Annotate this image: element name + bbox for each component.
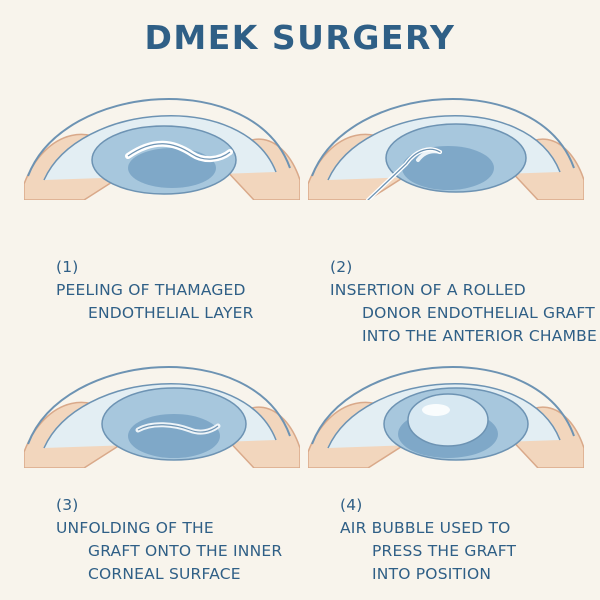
caption-step-2: (2) INSERTION OF A ROLLED DONOR ENDOTHEL…: [330, 256, 597, 348]
step-number: (4): [340, 496, 363, 514]
step-text-line: PRESS THE GRAFT: [372, 542, 517, 560]
step-text-line: INTO THE ANTERIOR CHAMBE: [362, 327, 597, 345]
panel-4-air-bubble: [308, 340, 584, 468]
air-bubble-highlight: [422, 404, 450, 416]
diagram-title: DMEK SURGERY: [144, 18, 456, 57]
step-number: (2): [330, 258, 353, 276]
eye-illustration-3: [24, 366, 300, 468]
step-text-line: INSERTION OF A ROLLED: [330, 281, 526, 299]
eye-illustration-4: [308, 366, 584, 468]
step-text-line: UNFOLDING OF THE: [56, 519, 214, 537]
injector-cannula-outline: [367, 148, 441, 200]
eye-illustration-2: [308, 98, 584, 200]
peeled-endothelium-outline: [127, 143, 231, 160]
lens: [128, 414, 220, 458]
panel-3-unfolding: [24, 340, 300, 468]
step-text-line: INTO POSITION: [372, 565, 492, 583]
caption-step-3: (3) UNFOLDING OF THE GRAFT ONTO THE INNE…: [56, 494, 282, 586]
cornea-outer: [311, 98, 575, 177]
air-bubble: [407, 393, 489, 447]
cornea-outer: [27, 98, 291, 177]
step-text-line: CORNEAL SURFACE: [88, 565, 241, 583]
step-text-line: GRAFT ONTO THE INNER: [88, 542, 283, 560]
step-number: (3): [56, 496, 79, 514]
caption-step-4: (4) AIR BUBBLE USED TO PRESS THE GRAFT I…: [340, 494, 516, 586]
step-text-line: PEELING OF THAMAGED: [56, 281, 246, 299]
eye-illustration-1: [24, 98, 300, 200]
lens: [128, 148, 216, 188]
cornea-outer: [27, 366, 291, 445]
step-text-line: DONOR ENDOTHELIAL GRAFT: [362, 304, 595, 322]
panel-1-peeling: [24, 72, 300, 200]
panel-2-insertion: [308, 72, 584, 200]
lens: [402, 146, 494, 190]
caption-step-1: (1) PEELING OF THAMAGED ENDOTHELIAL LAYE…: [56, 256, 254, 325]
step-text-line: ENDOTHELIAL LAYER: [88, 304, 254, 322]
step-number: (1): [56, 258, 79, 276]
cornea-outer: [311, 366, 575, 445]
unfolding-graft-outline: [137, 424, 219, 433]
step-text-line: AIR BUBBLE USED TO: [340, 519, 511, 537]
